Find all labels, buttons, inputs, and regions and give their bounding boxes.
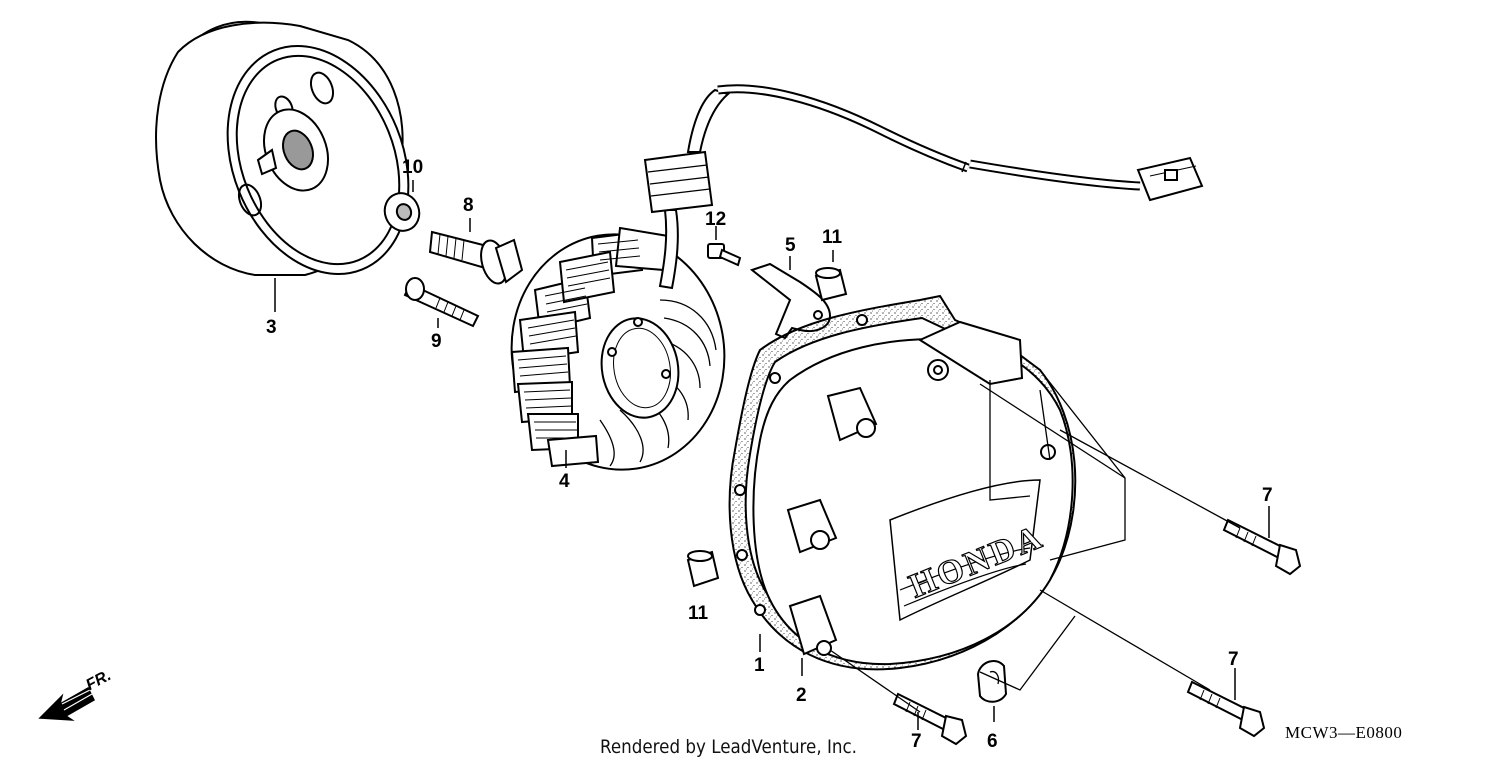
callout-7-lower: 7 [1228, 649, 1239, 670]
front-direction-arrow [38, 686, 95, 721]
dowel-pin-lower [686, 550, 720, 588]
washer [383, 180, 421, 232]
leader-lines [829, 369, 1241, 713]
callout-11-upper: 11 [822, 227, 843, 248]
callout-1: 1 [754, 655, 765, 676]
small-bolt [403, 277, 480, 328]
flange-bolt [428, 218, 524, 285]
callout-6: 6 [987, 731, 998, 752]
cover-bolt-right-lower [1186, 668, 1266, 738]
cover-bolt-right-upper [1222, 506, 1302, 576]
stator [510, 226, 726, 471]
callout-9: 9 [431, 331, 442, 352]
flywheel [155, 20, 410, 312]
wire-clip [976, 659, 1008, 722]
diagram-code: MCW3—E0800 [1285, 723, 1403, 742]
callout-8: 8 [463, 195, 474, 216]
render-credit: Rendered by LeadVenture, Inc. [600, 736, 858, 758]
callout-11-lower: 11 [688, 603, 709, 624]
dowel-pin-upper [814, 250, 848, 302]
screw [707, 226, 742, 267]
generator-cover [752, 320, 1074, 676]
wire-harness [643, 84, 1204, 290]
callout-10: 10 [402, 157, 424, 178]
callout-7-upper: 7 [1262, 485, 1273, 506]
callout-7-bottom: 7 [911, 731, 922, 752]
callout-4: 4 [559, 471, 570, 492]
callout-2: 2 [796, 685, 807, 706]
callout-5: 5 [785, 235, 796, 256]
callout-3: 3 [266, 317, 277, 338]
callout-12: 12 [705, 209, 727, 230]
